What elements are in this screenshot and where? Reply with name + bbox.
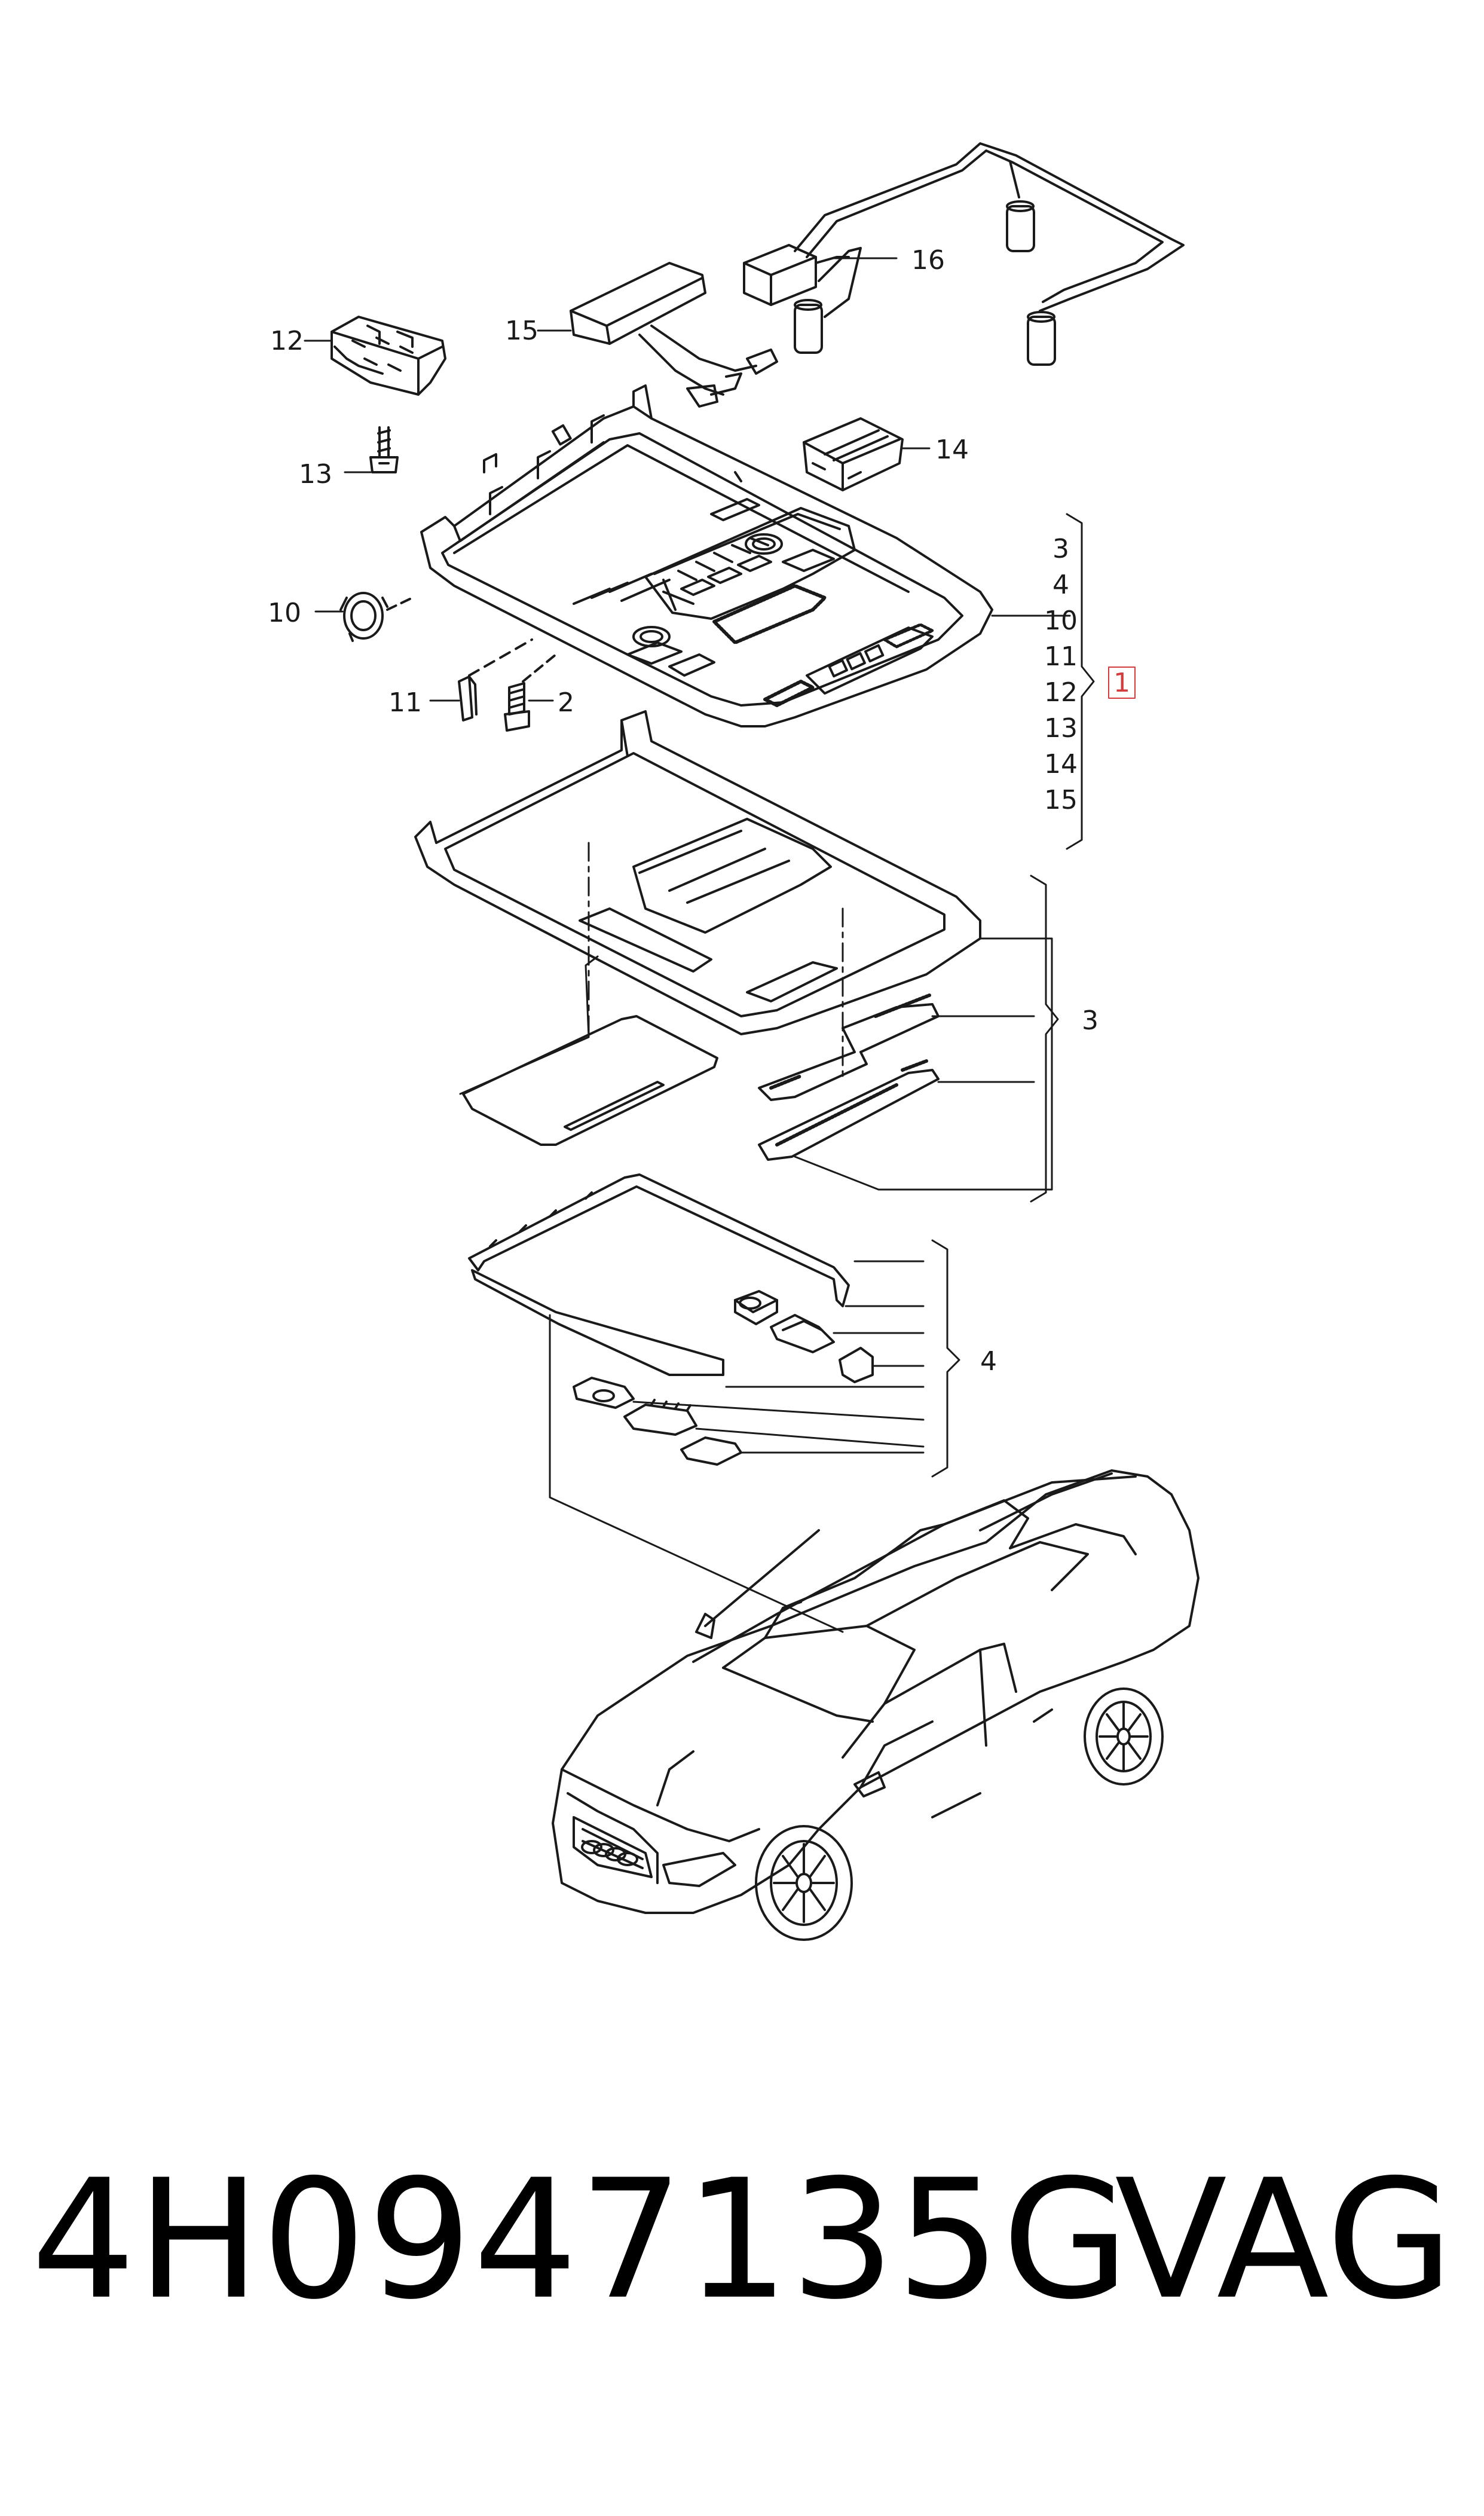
group1-item-14: 14 [1044, 749, 1078, 779]
group1-item-13: 13 [1044, 713, 1078, 744]
screw-part-13 [369, 426, 399, 473]
grille-pieces [758, 993, 940, 1161]
group1-item-10: 10 [1044, 606, 1078, 636]
callout-16: 16 [911, 245, 945, 276]
group4-label: 4 [980, 1346, 997, 1377]
group1-item-4: 4 [1052, 570, 1069, 600]
group-brackets [931, 513, 1136, 1478]
car-illustration [552, 1469, 1200, 1941]
reading-lamp-part-12 [331, 316, 446, 396]
part-number-text: 4H0947135G [31, 2144, 1131, 2335]
callout-13: 13 [299, 459, 332, 490]
group1-label: 1 [1113, 668, 1130, 698]
callout-15: 15 [505, 316, 538, 346]
clip-part-11 [458, 638, 533, 722]
wiring-harness-part-16 [743, 142, 1185, 366]
callout-12: 12 [270, 326, 304, 356]
group1-item-15: 15 [1044, 785, 1078, 815]
spring-clip-part-10 [339, 592, 414, 642]
group3-label: 3 [1082, 1005, 1099, 1036]
callout-14: 14 [935, 435, 969, 465]
brand-text: VAG [1115, 2144, 1454, 2335]
glass-panel [462, 1015, 718, 1146]
highlight-box [1108, 667, 1136, 699]
group1-item-12: 12 [1044, 677, 1078, 708]
exploded-parts-diagram: 16 15 12 14 13 10 11 2 3 4 10 11 12 13 1… [268, 142, 1200, 1941]
trim-panel [414, 710, 981, 1035]
group1-item-3: 3 [1052, 534, 1069, 564]
leader-lines [304, 257, 1071, 1633]
callout-2: 2 [558, 687, 574, 718]
switch-part-14 [803, 417, 904, 491]
callout-10: 10 [268, 598, 301, 628]
roof-console-assembly [420, 384, 993, 727]
control-unit-part-15 [570, 262, 778, 408]
trim-frame-part-4 [468, 1173, 874, 1466]
group1-item-11: 11 [1044, 641, 1078, 672]
callout-11: 11 [388, 687, 422, 718]
screw-part-2 [504, 653, 557, 732]
